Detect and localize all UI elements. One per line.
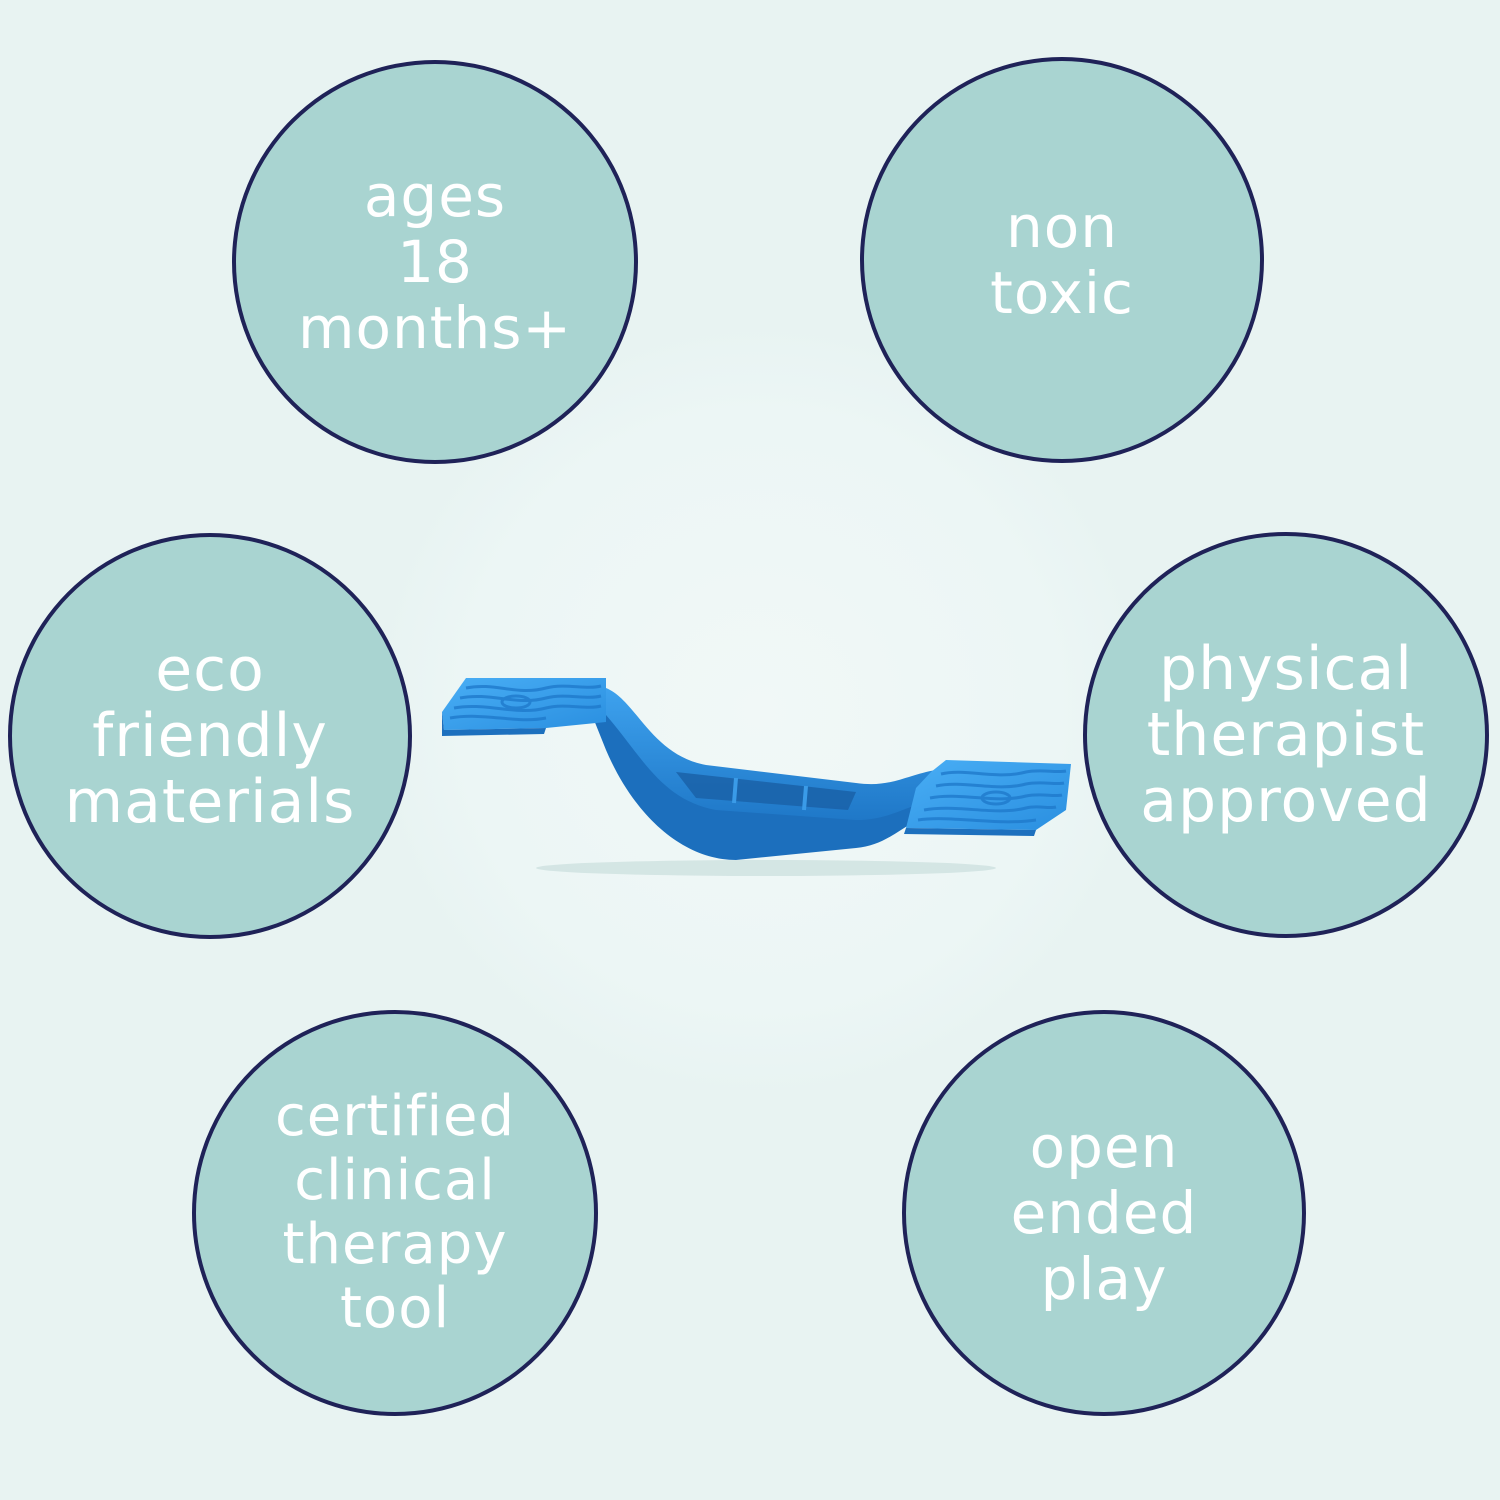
badge-text-line: friendly bbox=[92, 701, 328, 771]
badge-text-line: tool bbox=[339, 1276, 451, 1341]
badge-eco-friendly: eco friendly materials bbox=[8, 533, 412, 939]
badge-text-line: ages bbox=[363, 162, 507, 230]
badge-text-line: approved bbox=[1140, 766, 1432, 836]
badge-open-ended-play: open ended play bbox=[902, 1010, 1306, 1416]
badge-ages: ages 18 months+ bbox=[232, 60, 638, 464]
badge-text-line: certified bbox=[274, 1084, 516, 1149]
badge-therapist-approved: physical therapist approved bbox=[1083, 532, 1489, 938]
badge-text-line: clinical bbox=[294, 1148, 496, 1213]
badge-text-line: therapy bbox=[282, 1212, 508, 1277]
badge-text-line: play bbox=[1040, 1245, 1168, 1313]
badge-text-line: materials bbox=[64, 767, 356, 837]
badge-text-line: open bbox=[1029, 1113, 1179, 1181]
badge-text-line: therapist bbox=[1146, 700, 1426, 770]
badge-text-line: 18 bbox=[397, 228, 473, 296]
badge-text-line: non bbox=[1005, 193, 1118, 261]
badge-text-line: physical bbox=[1159, 634, 1413, 704]
balance-board-icon bbox=[436, 670, 1076, 880]
badge-text-line: eco bbox=[155, 635, 265, 705]
badge-clinical-tool: certified clinical therapy tool bbox=[192, 1010, 598, 1416]
badge-text-line: months+ bbox=[297, 294, 573, 362]
badge-text-line: toxic bbox=[990, 259, 1134, 327]
badge-text-line: ended bbox=[1010, 1179, 1198, 1247]
badge-non-toxic: non toxic bbox=[860, 57, 1264, 463]
